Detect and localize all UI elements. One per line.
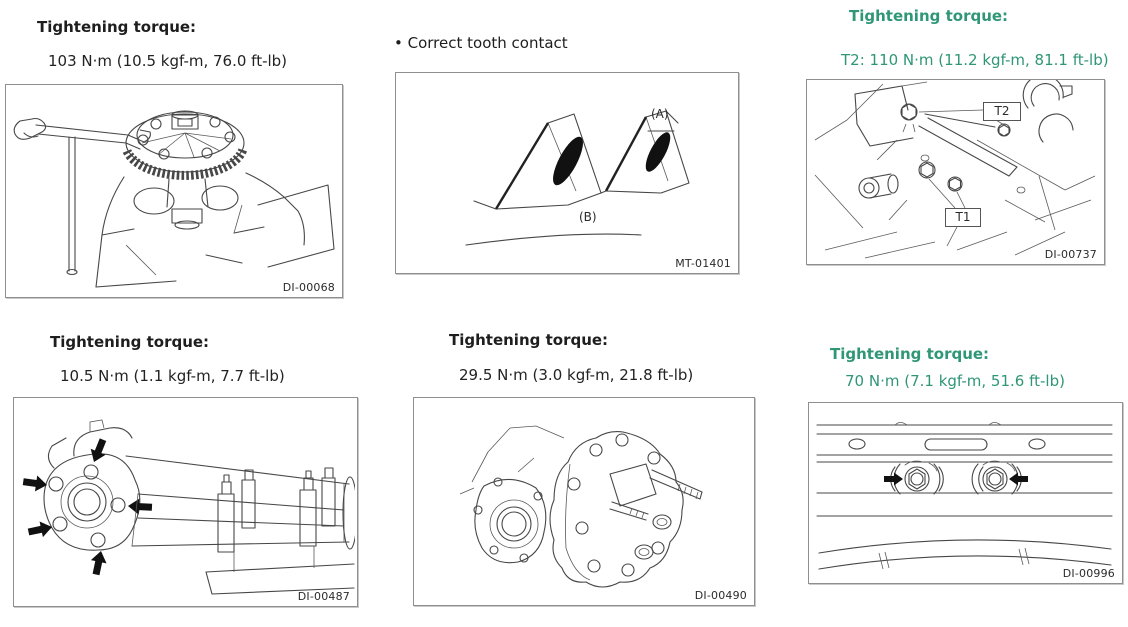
torque-value-4: 10.5 N·m (1.1 kgf-m, 7.7 ft-lb): [60, 367, 285, 385]
tooth-contact-diagram: [465, 110, 690, 246]
figure-code: DI-00737: [1044, 248, 1097, 261]
figure-code: DI-00490: [694, 589, 747, 602]
torque-value-5: 29.5 N·m (3.0 kgf-m, 21.8 ft-lb): [459, 366, 694, 384]
label-a: (A): [651, 107, 669, 121]
ring-gear-wrench-diagram: [13, 110, 335, 288]
crossmember-bolts-diagram: [816, 422, 1113, 570]
torque-heading-6: Tightening torque:: [830, 345, 990, 363]
torque-heading-1: Tightening torque:: [37, 18, 197, 36]
figure-code: MT-01401: [675, 257, 731, 270]
torque-heading-5: Tightening torque:: [449, 331, 609, 349]
torque-heading-3: Tightening torque:: [849, 7, 1009, 25]
figure-mount-bolts: T2 T1 DI-00737: [806, 79, 1105, 265]
figure-tooth-contact: (A) (B) MT-01401: [395, 72, 739, 274]
torque-heading-4: Tightening torque:: [50, 333, 210, 351]
figure-diff-studs: DI-00490: [413, 397, 755, 606]
diff-cover-diagram: [22, 419, 355, 595]
torque-value-6: 70 N·m (7.1 kgf-m, 51.6 ft-lb): [845, 372, 1065, 390]
diff-studs-diagram: [459, 425, 703, 588]
figure-code: DI-00996: [1062, 567, 1115, 580]
label-t2: T2: [983, 102, 1021, 121]
figure-code: DI-00068: [282, 281, 335, 294]
tooth-contact-bullet: • Correct tooth contact: [394, 34, 568, 52]
mount-bolts-diagram: [814, 80, 1096, 259]
label-t1: T1: [945, 208, 981, 227]
label-b: (B): [579, 210, 597, 224]
figure-ring-gear-wrench: DI-00068: [5, 84, 343, 298]
figure-diff-cover: DI-00487: [13, 397, 358, 607]
figure-crossmember-bolts: DI-00996: [808, 402, 1123, 584]
torque-value-1: 103 N·m (10.5 kgf-m, 76.0 ft-lb): [48, 52, 288, 70]
torque-value-3: T2: 110 N·m (11.2 kgf-m, 81.1 ft-lb): [841, 51, 1109, 69]
figure-code: DI-00487: [297, 590, 350, 603]
